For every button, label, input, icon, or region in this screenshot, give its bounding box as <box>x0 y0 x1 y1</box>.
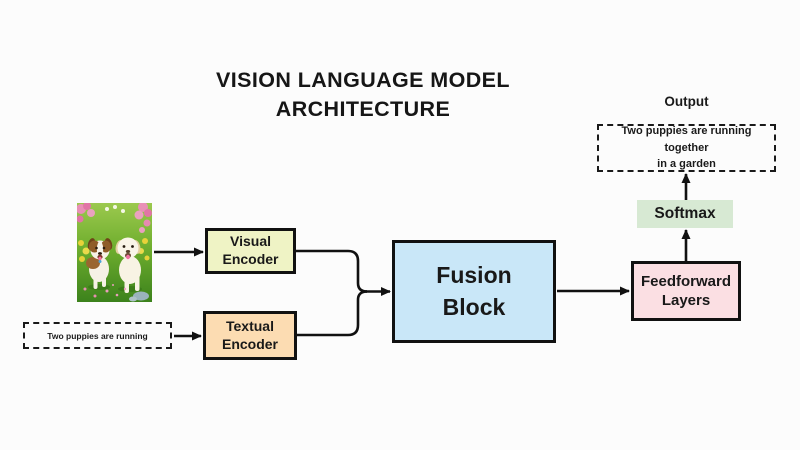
feedforward-layers-node: Feedforward Layers <box>631 261 741 321</box>
textual-encoder-label: Textual Encoder <box>221 317 278 352</box>
puppy-right <box>115 237 141 293</box>
output-label: Output <box>664 94 709 109</box>
puppies-photo <box>76 202 152 302</box>
output-text-line2: in a garden <box>657 158 716 171</box>
fusion-block-node: Fusion Block <box>392 240 556 343</box>
page-title: VISION LANGUAGE MODEL ARCHITECTURE <box>163 66 563 124</box>
visual-encoder-node: Visual Encoder <box>205 228 296 274</box>
feedforward-layers-label: Feedforward Layers <box>640 272 731 310</box>
page-title-line1: VISION LANGUAGE MODEL <box>216 68 510 92</box>
softmax-label: Softmax <box>654 205 716 222</box>
visual-encoder-label: Visual Encoder <box>222 233 279 267</box>
wire-visual-encoder-to-merge <box>296 249 368 293</box>
softmax-node: Softmax <box>637 200 733 228</box>
puppies-photo-illustration <box>76 202 152 302</box>
output-text-box: Two puppies are running together in a ga… <box>597 124 776 172</box>
textual-encoder-node: Textual Encoder <box>203 311 297 360</box>
puppy-left <box>86 238 113 289</box>
wire-textual-encoder-to-merge <box>297 290 368 337</box>
page-title-line2: ARCHITECTURE <box>275 97 451 121</box>
output-text-line1: Two puppies are running together <box>621 125 752 154</box>
fusion-block-label: Fusion Block <box>436 262 512 320</box>
input-text-prompt-box: Two puppies are running <box>23 322 172 349</box>
input-text-prompt: Two puppies are running <box>47 330 148 341</box>
